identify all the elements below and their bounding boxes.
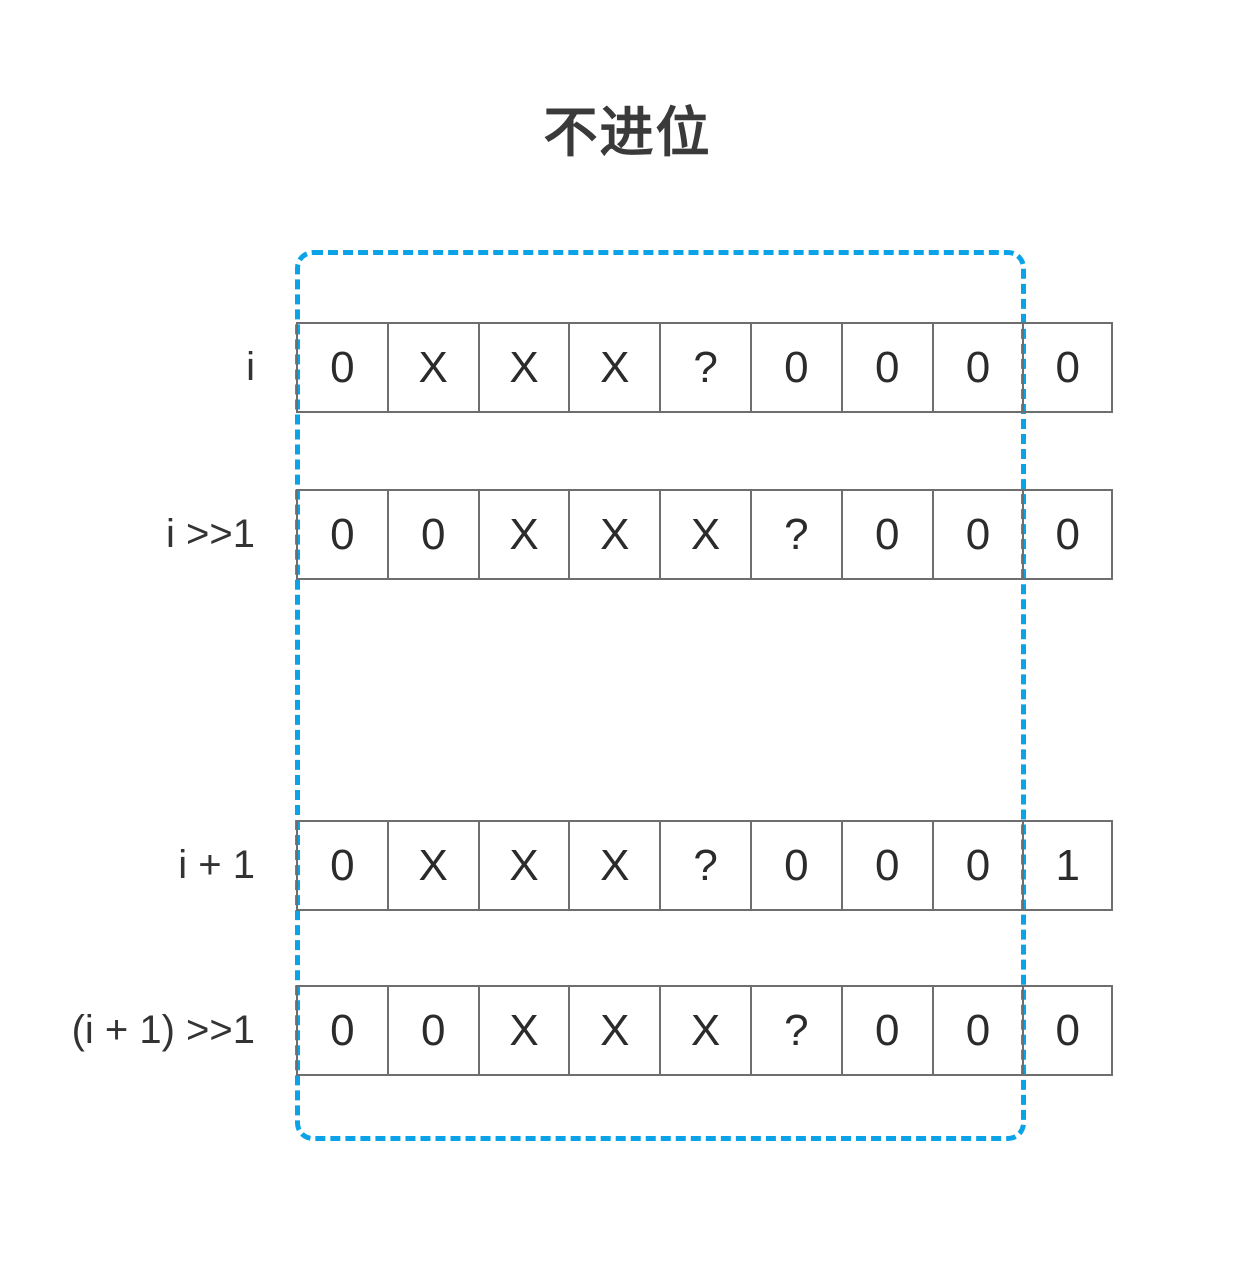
bit-cell: X xyxy=(568,322,660,413)
bit-cell: ? xyxy=(749,489,841,580)
bit-cell: X xyxy=(477,489,569,580)
bit-cell: X xyxy=(659,489,750,580)
bit-cells-i-plus-1: 0 X X X ? 0 0 0 1 xyxy=(296,820,1114,911)
bit-cell: X xyxy=(477,985,569,1076)
page-title: 不进位 xyxy=(543,103,712,163)
bit-cell: 0 xyxy=(1022,985,1114,1076)
bit-cell: 0 xyxy=(840,820,932,911)
bit-cell: 0 xyxy=(1022,489,1114,580)
bit-cell: X xyxy=(568,985,660,1076)
bit-cell: 0 xyxy=(931,489,1023,580)
row-label-i-plus-1-shift-1: (i + 1) >>1 xyxy=(71,1008,255,1052)
bit-cell: 0 xyxy=(1022,322,1114,413)
bit-cell: 1 xyxy=(1022,820,1114,911)
bit-cell: ? xyxy=(659,322,750,413)
bit-cells-i-plus-1-shift-1: 0 0 X X X ? 0 0 0 xyxy=(296,985,1114,1076)
bit-cell: X xyxy=(568,489,660,580)
bit-cell: X xyxy=(386,322,478,413)
bit-cells-i: 0 X X X ? 0 0 0 0 xyxy=(296,322,1114,413)
row-label-i-plus-1: i + 1 xyxy=(178,843,255,887)
bit-cell: X xyxy=(477,322,569,413)
bit-cell: 0 xyxy=(931,820,1023,911)
row-label-i: i xyxy=(246,345,255,389)
bit-cell: X xyxy=(659,985,750,1076)
bit-cell: 0 xyxy=(931,985,1023,1076)
bit-cell: 0 xyxy=(296,820,387,911)
bit-cell: 0 xyxy=(840,322,932,413)
bit-cell: 0 xyxy=(296,489,387,580)
bit-cell: X xyxy=(477,820,569,911)
bit-cell: 0 xyxy=(296,985,387,1076)
row-label-i-shift-1: i >>1 xyxy=(166,512,255,556)
bit-cells-i-shift-1: 0 0 X X X ? 0 0 0 xyxy=(296,489,1114,580)
bit-cell: 0 xyxy=(840,489,932,580)
bit-cell: 0 xyxy=(386,489,478,580)
bit-cell: 0 xyxy=(749,322,841,413)
bit-cell: 0 xyxy=(931,322,1023,413)
bit-cell: X xyxy=(568,820,660,911)
bit-cell: 0 xyxy=(296,322,387,413)
bit-cell: 0 xyxy=(840,985,932,1076)
bit-cell: X xyxy=(386,820,478,911)
bit-cell: 0 xyxy=(749,820,841,911)
bit-cell: 0 xyxy=(386,985,478,1076)
bit-cell: ? xyxy=(659,820,750,911)
bit-cell: ? xyxy=(749,985,841,1076)
